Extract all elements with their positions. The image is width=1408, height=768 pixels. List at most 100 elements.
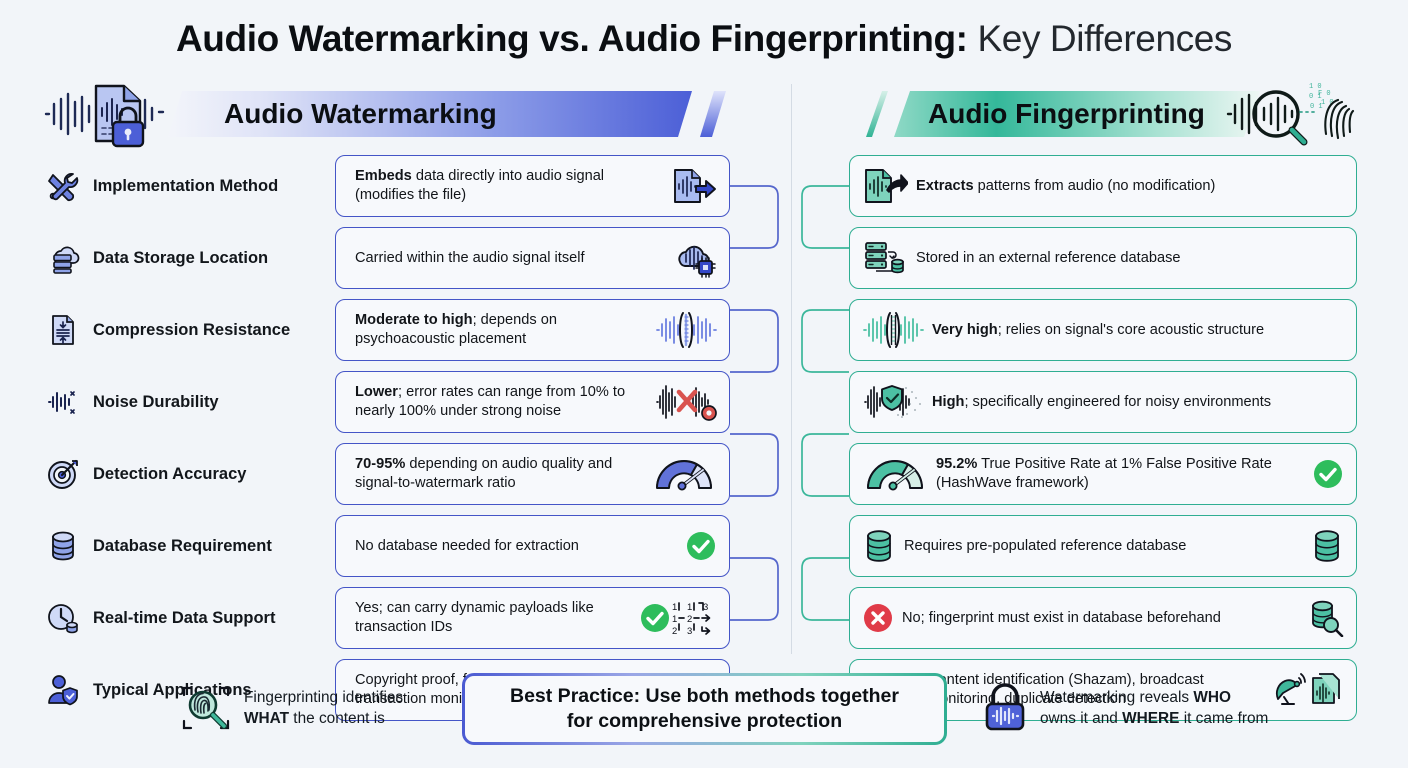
header-banner-fingerprinting-label: Audio Fingerprinting <box>928 98 1205 129</box>
footer-note-watermarking: Watermarking reveals WHO owns it and WHE… <box>982 682 1268 734</box>
fingerprinting-column: Extracts patterns from audio (no modific… <box>849 155 1357 731</box>
satellite-dish-icon <box>1274 673 1310 707</box>
waveform-error-cross-icon <box>655 382 717 422</box>
card-text: Requires pre-populated reference databas… <box>904 537 1187 554</box>
svg-text:2: 2 <box>672 626 677 637</box>
card-left-implementation-method[interactable]: Embeds data directly into audio signal (… <box>335 155 730 217</box>
row-label-data-storage-location: Data Storage Location <box>46 227 326 289</box>
footer-note-text: Fingerprinting identifies WHAT the conte… <box>244 689 404 727</box>
clock-database-icon <box>48 604 78 634</box>
card-text: High; specifically engineered for noisy … <box>932 393 1272 410</box>
best-practice-callout: Best Practice: Use both methods together… <box>462 673 947 745</box>
card-text: No; fingerprint must exist in database b… <box>902 609 1221 626</box>
header-banner-watermarking-label: Audio Watermarking <box>224 98 497 129</box>
header-banner-fingerprinting: Audio Fingerprinting <box>850 91 1260 137</box>
row-label-detection-accuracy: Detection Accuracy <box>46 443 326 505</box>
card-left-database-requirement[interactable]: No database needed for extraction <box>335 515 730 577</box>
wrench-screwdriver-icon <box>48 173 79 202</box>
card-text: Moderate to high; depends on psychoacous… <box>355 312 557 347</box>
card-text: Embeds data directly into audio signal (… <box>355 168 605 203</box>
banner-sliver-right <box>866 91 888 137</box>
svg-text:1 0: 1 0 <box>1321 99 1334 107</box>
row-label-column: Implementation Method Data Storage Locat… <box>46 155 326 731</box>
row-label-text: Noise Durability <box>93 392 219 411</box>
card-right-detection-accuracy[interactable]: 95.2% True Positive Rate at 1% False Pos… <box>849 443 1357 505</box>
card-text: Very high; relies on signal's core acous… <box>932 321 1265 338</box>
card-text: Yes; can carry dynamic payloads like tra… <box>355 600 594 635</box>
card-right-implementation-method[interactable]: Extracts patterns from audio (no modific… <box>849 155 1357 217</box>
best-practice-line2: for comprehensive protection <box>566 710 843 732</box>
page-title-light: Key Differences <box>977 18 1233 59</box>
audio-documents-icon <box>1310 672 1344 708</box>
svg-text:0 1: 0 1 <box>1310 103 1323 111</box>
check-circle-icon <box>1312 458 1344 490</box>
check-circle-icon <box>685 530 717 562</box>
card-right-realtime-data-support[interactable]: No; fingerprint must exist in database b… <box>849 587 1357 649</box>
fingerprint-scan-magnifier-icon <box>182 686 230 730</box>
best-practice-text: Best Practice: Use both methods together… <box>510 684 899 734</box>
waveform-compression-icon <box>655 309 717 351</box>
banner-sliver-left <box>700 91 726 137</box>
column-divider <box>791 84 792 654</box>
gauge-meter-icon <box>651 454 717 494</box>
best-practice-line1: Best Practice: Use both methods together <box>510 685 899 707</box>
header-banner-watermarking: Audio Watermarking <box>168 91 740 137</box>
card-text: Carried within the audio signal itself <box>355 249 585 266</box>
compress-document-icon <box>52 315 74 345</box>
svg-text:1: 1 <box>672 614 677 625</box>
card-left-compression-resistance[interactable]: Moderate to high; depends on psychoacous… <box>335 299 730 361</box>
card-text: Extracts patterns from audio (no modific… <box>916 177 1216 194</box>
waveform-compression-icon <box>862 309 924 351</box>
user-shield-check-icon <box>48 675 78 706</box>
cloud-server-icon <box>53 246 80 274</box>
document-waveform-arrow-icon <box>671 166 717 206</box>
database-cylinder-icon <box>1310 528 1344 564</box>
page-title-strong: Audio Watermarking vs. Audio Fingerprint… <box>175 18 968 59</box>
svg-text:3: 3 <box>703 602 708 613</box>
target-dart-icon <box>48 459 78 489</box>
card-text: Stored in an external reference database <box>916 249 1181 266</box>
lock-waveform-icon <box>985 683 1025 731</box>
cloud-waveform-chip-icon <box>671 238 717 278</box>
noisy-waveform-icon <box>48 391 75 414</box>
svg-text:0 1: 0 1 <box>1309 93 1322 101</box>
waveform-shield-check-icon <box>862 382 924 422</box>
card-left-detection-accuracy[interactable]: 70-95% depending on audio quality and si… <box>335 443 730 505</box>
row-label-text: Database Requirement <box>93 536 272 555</box>
card-right-database-requirement[interactable]: Requires pre-populated reference databas… <box>849 515 1357 577</box>
row-label-implementation-method: Implementation Method <box>46 155 326 217</box>
card-left-noise-durability[interactable]: Lower; error rates can range from 10% to… <box>335 371 730 433</box>
footer-note-fingerprinting: Fingerprinting identifies WHAT the conte… <box>180 682 403 734</box>
card-right-data-storage-location[interactable]: Stored in an external reference database <box>849 227 1357 289</box>
waveform-magnifier-fingerprint-icon: 1 0F 0 0 11 0 0 1 <box>1226 83 1355 146</box>
svg-text:F 0: F 0 <box>1318 90 1331 98</box>
svg-text:1: 1 <box>687 602 692 613</box>
database-search-icon <box>1308 599 1344 637</box>
database-cylinder-icon <box>52 531 74 561</box>
card-right-typical-applications[interactable]: Content identification (Shazam), broadca… <box>849 659 1357 721</box>
x-circle-icon <box>862 602 894 634</box>
row-label-database-requirement: Database Requirement <box>46 515 326 577</box>
row-label-text: Implementation Method <box>93 176 279 195</box>
row-label-text: Detection Accuracy <box>93 464 247 483</box>
document-waveform-arrow-icon <box>862 166 908 206</box>
check-circle-icon <box>639 602 671 634</box>
database-cylinder-icon <box>862 528 896 564</box>
server-rack-database-icon <box>862 238 908 278</box>
banner-band-left <box>168 91 692 137</box>
watermarking-column: Embeds data directly into audio signal (… <box>335 155 730 731</box>
card-text: Content identification (Shazam), broadca… <box>928 672 1204 707</box>
row-label-text: Compression Resistance <box>93 320 291 339</box>
card-right-noise-durability[interactable]: High; specifically engineered for noisy … <box>849 371 1357 433</box>
banner-band-right <box>894 91 1260 137</box>
card-text: 95.2% True Positive Rate at 1% False Pos… <box>936 456 1272 491</box>
card-text: Lower; error rates can range from 10% to… <box>355 384 626 419</box>
row-label-compression-resistance: Compression Resistance <box>46 299 326 361</box>
row-label-text: Real-time Data Support <box>93 608 276 627</box>
card-left-realtime-data-support[interactable]: Yes; can carry dynamic payloads like tra… <box>335 587 730 649</box>
card-left-data-storage-location[interactable]: Carried within the audio signal itself <box>335 227 730 289</box>
svg-text:1: 1 <box>672 602 677 613</box>
row-label-text: Data Storage Location <box>93 248 269 267</box>
card-right-compression-resistance[interactable]: Very high; relies on signal's core acous… <box>849 299 1357 361</box>
